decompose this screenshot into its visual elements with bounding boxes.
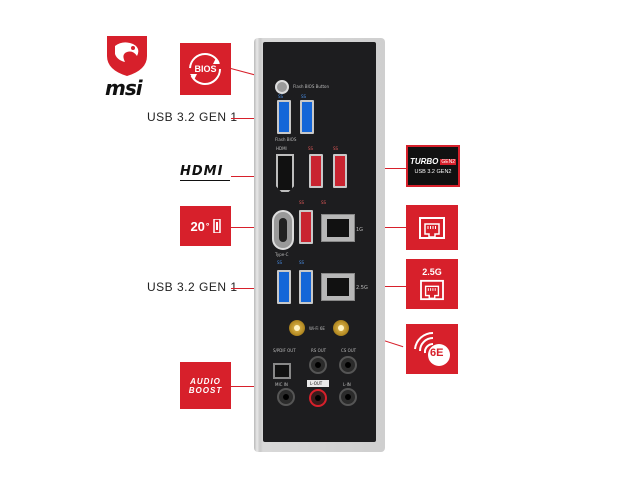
lan-1g-badge	[406, 205, 458, 250]
type-c-label: Type-C	[275, 252, 289, 257]
usb-a-port[interactable]	[277, 100, 291, 134]
audio-boost-line1: AUDIO	[190, 376, 221, 386]
wifi-icon	[414, 331, 450, 366]
usb-plug-icon	[212, 219, 221, 233]
ss-logo: SS	[299, 200, 305, 205]
brand-name: msi	[105, 76, 143, 100]
20gbps-text: 20	[190, 218, 205, 234]
ss-logo: SS	[299, 260, 305, 265]
refresh-arrows-icon	[189, 53, 221, 85]
usb-a-port[interactable]	[277, 270, 291, 304]
leader-line	[376, 168, 406, 169]
ss-logo: SS	[301, 94, 307, 99]
lan-2.5g-label: 2.5G	[356, 285, 368, 291]
turbo-usb-badge: TURBO GEN2 USB 3.2 GEN2	[406, 145, 460, 187]
flash-bios-label: Flash BIOS Button	[293, 84, 330, 89]
spdif-optical-port[interactable]	[273, 363, 291, 379]
wifi-label: Wi-Fi 6E	[309, 326, 325, 331]
turbo-usb-port[interactable]	[333, 154, 347, 188]
ethernet-port-icon	[419, 216, 445, 239]
dragon-shield-icon	[107, 36, 147, 76]
lan-1g-label: 1G	[356, 227, 364, 233]
mic-in-label: MIC IN	[275, 382, 288, 387]
flash-bios-port-label: Flash BIOS	[275, 137, 297, 142]
mic-in-jack[interactable]	[277, 388, 295, 406]
msi-logo: msi	[97, 30, 157, 102]
rs-out-label: RS OUT	[311, 348, 327, 353]
wifi-antenna-connector[interactable]	[333, 320, 349, 336]
20gbps-badge: 20 °	[180, 206, 231, 246]
l-out-tag	[307, 380, 329, 387]
turbo-usb-port[interactable]	[309, 154, 323, 188]
hdmi-port[interactable]	[276, 154, 294, 192]
leader-line	[366, 286, 406, 287]
usb-type-c-port[interactable]	[272, 210, 294, 250]
ethernet-port-icon	[420, 279, 444, 301]
l-out-label: L-OUT	[310, 381, 323, 386]
turbo-gen-tag: GEN2	[440, 158, 457, 165]
hdmi-port-label: HDMI	[276, 146, 287, 151]
ss-logo: SS	[321, 200, 327, 205]
flash-bios-button[interactable]	[275, 80, 289, 94]
cs-out-jack[interactable]	[339, 356, 357, 374]
ss-logo: SS	[308, 146, 314, 151]
hdmi-logo: HDMI	[180, 165, 232, 183]
lan-1g-port[interactable]	[321, 214, 355, 242]
wifi-6e-text: 6E	[430, 347, 444, 359]
lan-2.5g-port[interactable]	[321, 273, 355, 301]
lan-2.5g-text: 2.5G	[422, 267, 442, 277]
ss-logo: SS	[278, 94, 284, 99]
leader-line	[231, 227, 271, 228]
l-in-label: L-IN	[343, 382, 351, 387]
usb-a-port[interactable]	[300, 100, 314, 134]
wifi-antenna-connector[interactable]	[289, 320, 305, 336]
usb-top-label: USB 3.2 GEN 1	[147, 110, 238, 124]
spdif-label: S/PDIF OUT	[273, 348, 296, 353]
audio-boost-line2: BOOST	[188, 385, 223, 395]
wifi-6e-badge: 6E	[406, 324, 458, 374]
leader-line	[366, 227, 406, 228]
lan-2.5g-badge: 2.5G	[406, 259, 458, 309]
cs-out-label: CS OUT	[341, 348, 357, 353]
ss-logo: SS	[277, 260, 283, 265]
usb-a-port[interactable]	[299, 270, 313, 304]
turbo-text: TURBO	[409, 157, 439, 166]
ss-logo: SS	[333, 146, 339, 151]
leader-line	[231, 176, 275, 177]
audio-boost-badge: AUDIO BOOST	[180, 362, 231, 409]
rs-out-jack[interactable]	[309, 356, 327, 374]
usb-a-port[interactable]	[299, 210, 313, 244]
line-out-jack[interactable]	[309, 389, 327, 407]
bios-badge: BIOS	[180, 43, 231, 95]
bios-text: BIOS	[194, 64, 217, 74]
turbo-usb-text: USB 3.2 GEN2	[414, 169, 452, 175]
usb-bottom-label: USB 3.2 GEN 1	[147, 280, 238, 294]
io-panel: Flash BIOS Button SS SS Flash BIOS HDMI …	[263, 42, 376, 442]
line-in-jack[interactable]	[339, 388, 357, 406]
